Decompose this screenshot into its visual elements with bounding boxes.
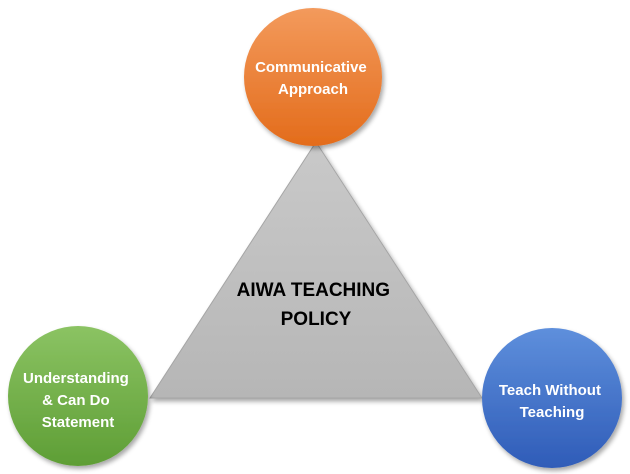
node-top-line-2: Approach: [278, 81, 348, 98]
policy-triangle: [149, 141, 483, 399]
node-right-line-2: Teaching: [520, 404, 585, 421]
center-title: AIWA TEACHING POLICY: [237, 280, 396, 330]
node-teach-without-teaching: Teach Without Teaching: [482, 328, 622, 468]
node-label-top: Communicative Approach: [255, 59, 371, 98]
node-circle-top: [244, 8, 382, 146]
node-communicative-approach: Communicative Approach: [244, 8, 382, 146]
node-left-line-3: Statement: [42, 414, 115, 431]
node-left-line-1: Understanding: [23, 370, 129, 387]
center-title-line-1: AIWA TEACHING: [237, 280, 390, 301]
node-top-line-1: Communicative: [255, 59, 367, 76]
node-right-line-1: Teach Without: [499, 382, 601, 399]
node-understanding-can-do: Understanding & Can Do Statement: [8, 326, 148, 466]
node-circle-right: [482, 328, 622, 468]
node-circle-left: [8, 326, 148, 466]
center-title-line-2: POLICY: [281, 309, 352, 330]
node-label-right: Teach Without Teaching: [499, 382, 605, 421]
node-label-left: Understanding & Can Do Statement: [23, 370, 133, 431]
node-left-line-2: & Can Do: [42, 392, 110, 409]
